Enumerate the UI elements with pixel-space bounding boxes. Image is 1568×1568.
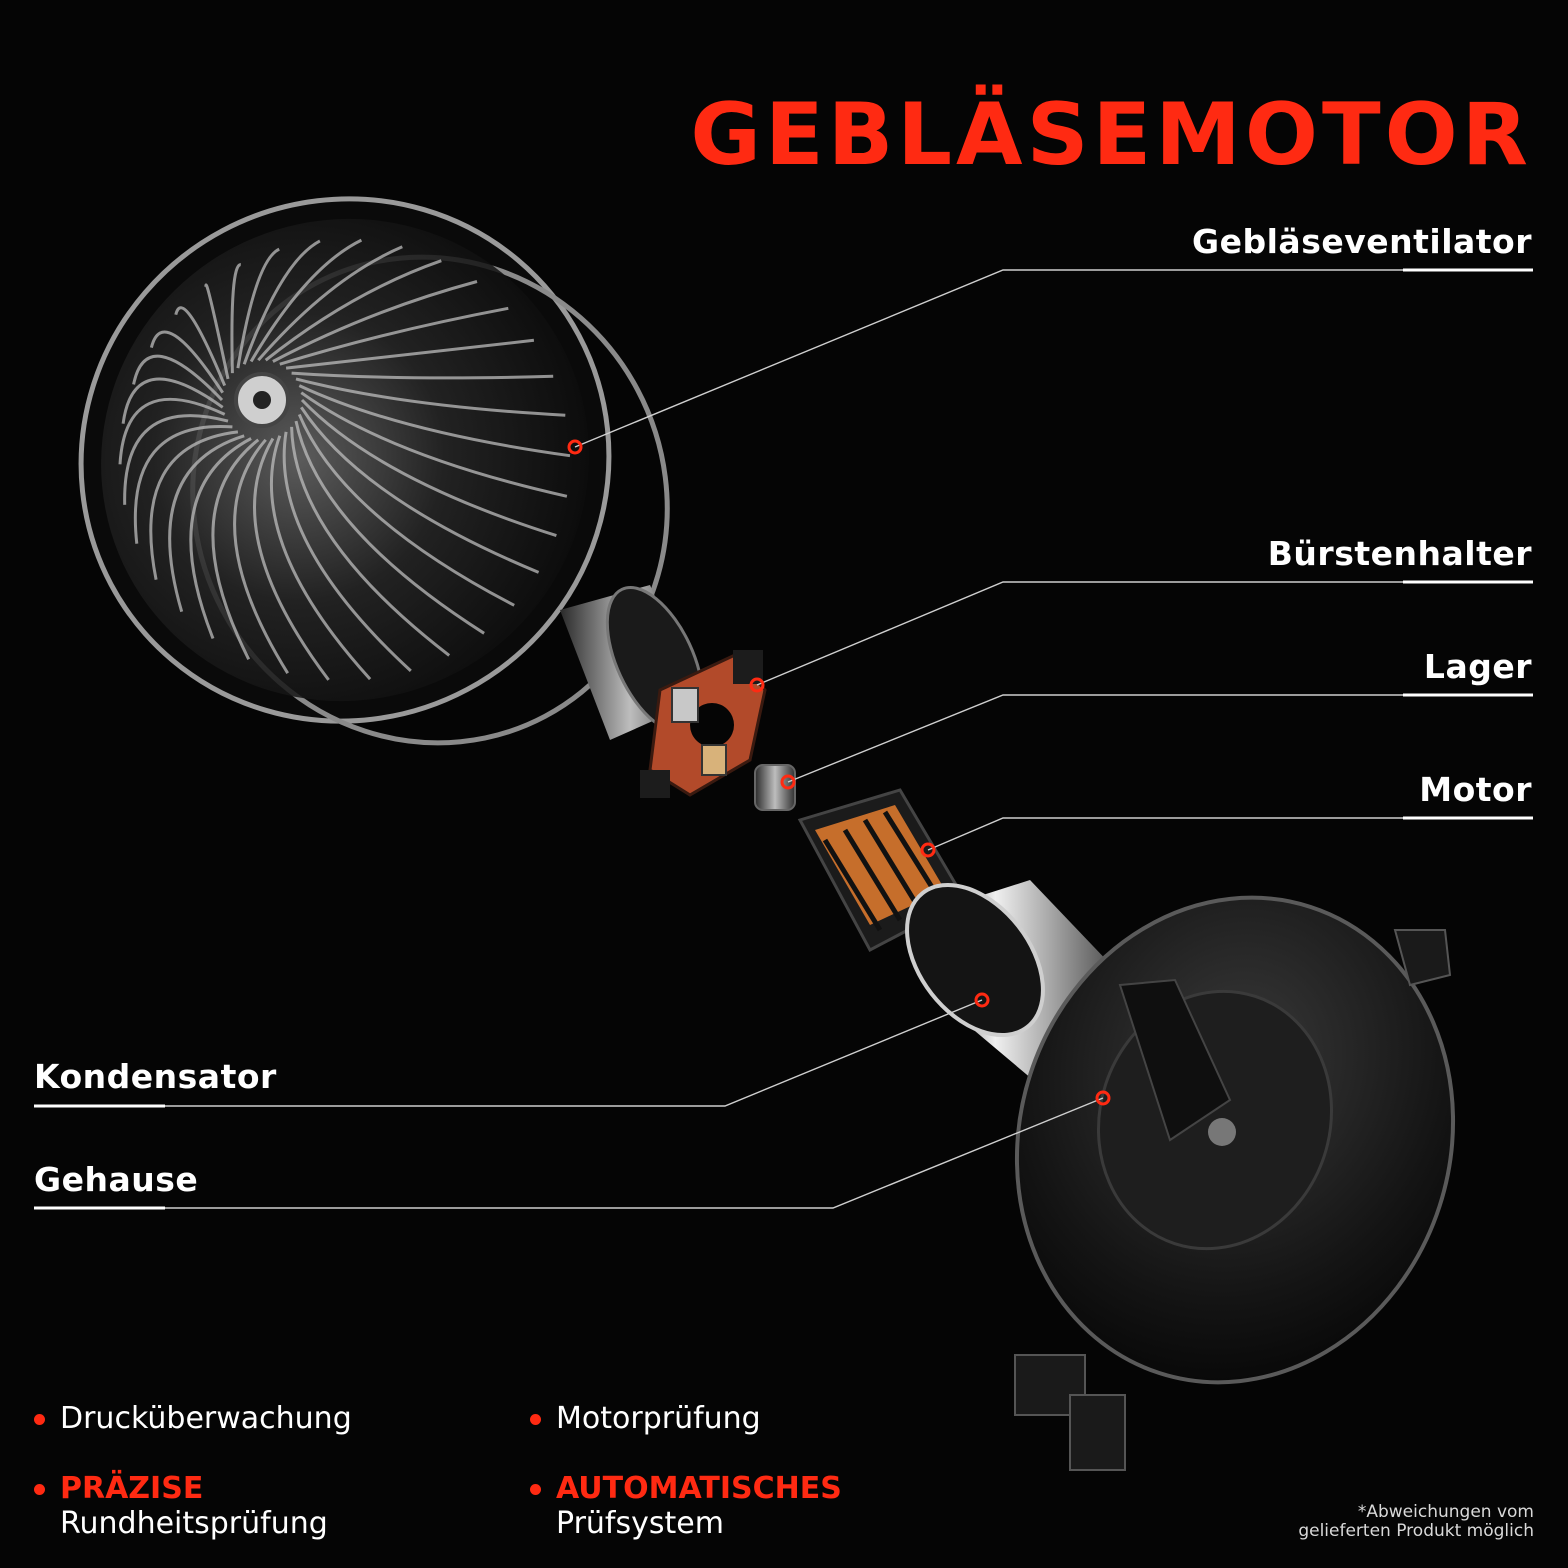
fan-blade [133, 424, 233, 544]
fan-blade [233, 438, 289, 674]
fan-blade [236, 247, 280, 369]
fan-blade [149, 330, 224, 394]
housing-graphic [1014, 895, 1456, 1471]
feature-motor-test: Motorprüfung [530, 1401, 761, 1437]
fan-blade [272, 280, 478, 363]
fan-blade [295, 377, 566, 417]
feature-auto: AUTOMATISCHES Prüfsystem [530, 1471, 842, 1541]
disclaimer: *Abweichungen vom gelieferten Produkt mö… [1134, 1503, 1534, 1540]
feature-precise: PRÄZISE Rundheitsprüfung [34, 1471, 328, 1541]
blower-fan-graphic [78, 196, 670, 746]
marker-motor [920, 842, 936, 858]
label-motor: Motor [1419, 770, 1532, 809]
fan-blade [118, 397, 226, 465]
feature-auto-text: Prüfsystem [556, 1505, 724, 1541]
marker-fan [567, 439, 583, 455]
fan-blade [204, 283, 230, 380]
label-bearing: Lager [1423, 647, 1532, 686]
fan-blade [174, 306, 227, 387]
fan-blade [249, 238, 363, 363]
fan-blade [269, 435, 372, 681]
fan-blade [149, 430, 239, 580]
marker-housing [1095, 1090, 1111, 1106]
bullet-icon [34, 1414, 45, 1425]
fan-blade [279, 306, 509, 366]
bullet-icon [530, 1414, 541, 1425]
fan-blade [168, 434, 245, 613]
callout-markers [567, 439, 1111, 1106]
fan-blade [297, 413, 515, 607]
leader-lines [34, 269, 1532, 1209]
feature-motor-test-text: Motorprüfung [556, 1401, 761, 1436]
fan-blade [121, 377, 224, 424]
fan-blade [300, 398, 557, 538]
fan-blade [257, 245, 403, 362]
disclaimer-line-2: gelieferten Produkt möglich [1298, 1520, 1534, 1541]
leader-line-brush-holder [756, 581, 1532, 686]
feature-auto-highlight: AUTOMATISCHES [556, 1471, 842, 1506]
fan-blade [294, 420, 485, 635]
label-brush-holder: Bürstenhalter [1267, 534, 1532, 573]
fan-blade [300, 391, 568, 498]
fan-blade [290, 426, 451, 657]
bullet-icon [34, 1484, 45, 1495]
fan-blade [189, 437, 252, 640]
leader-line-fan [574, 269, 1532, 448]
fan-blade [264, 259, 442, 362]
leader-line-bearing [787, 694, 1532, 783]
page-title: GEBLÄSEMOTOR [690, 85, 1532, 185]
feature-precise-highlight: PRÄZISE [60, 1471, 204, 1506]
leader-line-motor [927, 817, 1532, 851]
marker-capacitor [974, 992, 990, 1008]
marker-bearing [780, 774, 796, 790]
fan-blade [282, 431, 412, 673]
fan-blade [211, 438, 260, 660]
fan-blade [253, 437, 330, 681]
label-capacitor: Kondensator [34, 1057, 277, 1096]
fan-blade [230, 263, 242, 374]
label-underlines [34, 268, 1533, 1210]
fan-blade [291, 371, 554, 380]
fan-blade [123, 414, 229, 505]
disclaimer-line-1: *Abweichungen vom [1357, 1502, 1534, 1522]
fan-blade [300, 406, 540, 574]
fan-blade [132, 354, 224, 402]
feature-precise-text: Rundheitsprüfung [60, 1505, 328, 1541]
fan-blade [242, 239, 321, 365]
label-housing: Gehause [34, 1160, 199, 1199]
marker-brush-holder [749, 677, 765, 693]
leader-line-capacitor [34, 999, 983, 1107]
bullet-icon [530, 1484, 541, 1495]
label-fan: Gebläseventilator [1192, 222, 1532, 261]
feature-pressure: Drucküberwachung [34, 1401, 352, 1437]
feature-pressure-text: Drucküberwachung [60, 1401, 352, 1436]
leader-line-housing [34, 1097, 1104, 1209]
fan-blade [298, 384, 571, 458]
fan-blade [285, 338, 535, 370]
